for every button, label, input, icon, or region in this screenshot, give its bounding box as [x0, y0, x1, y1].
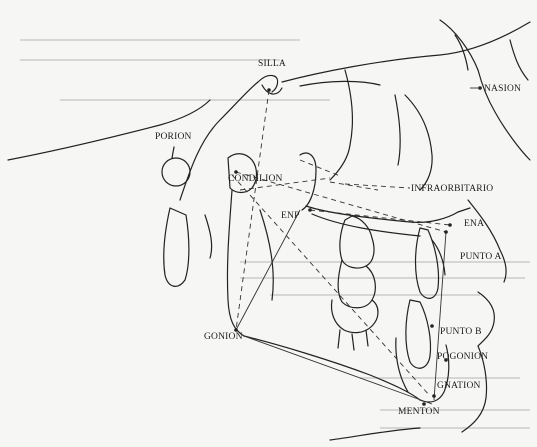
label-punto-b: PUNTO B	[440, 327, 482, 337]
label-menton: MENTON	[398, 407, 440, 417]
skull-outline	[8, 20, 530, 200]
gonion-ramus-line	[236, 210, 300, 330]
soft-tissue-forehead	[510, 40, 528, 80]
porion-pointer	[172, 147, 174, 158]
pterygomaxillary-fissure	[330, 70, 352, 180]
label-infraorbitario: INFRAORBITARIO	[411, 184, 493, 194]
facial-vertical-line	[434, 232, 446, 400]
orbit-lateral	[405, 95, 432, 190]
enp-point	[308, 208, 312, 212]
label-gonion: GONION	[204, 332, 243, 342]
submental	[330, 428, 420, 440]
upper-lip	[468, 200, 506, 282]
sella-floor	[262, 85, 282, 94]
label-condilion: CONDILION	[228, 174, 283, 184]
silla-gonion-line	[236, 90, 269, 330]
menton-point	[422, 402, 426, 406]
lower-incisor	[406, 300, 431, 368]
ramus-inner	[260, 210, 273, 300]
enp-ena-line	[310, 210, 450, 225]
porion-ring	[162, 158, 190, 186]
label-gnation: GNATION	[437, 381, 481, 391]
construction-lines	[232, 90, 450, 404]
lower-lip	[478, 292, 494, 346]
ramus-posterior-inner	[205, 215, 212, 258]
label-ena: ENA	[464, 219, 484, 229]
label-porion: PORION	[155, 132, 192, 142]
silla-point	[267, 88, 271, 92]
orbit-rim	[395, 95, 400, 165]
label-nasion: NASION	[484, 84, 521, 94]
ena-point	[448, 223, 452, 227]
label-pogonion: POGONION	[437, 352, 488, 362]
frontal-sinus	[440, 20, 478, 70]
upper-incisor	[416, 228, 439, 298]
frankfort-line	[345, 184, 410, 188]
lower-molar-crown	[332, 300, 379, 333]
label-enp: ENP	[281, 211, 300, 221]
upper-molar-crown	[338, 260, 375, 308]
punto-b-point	[430, 324, 434, 328]
condilion-gnation-line	[232, 175, 430, 396]
porion-orbitale-line	[300, 160, 340, 176]
planum	[300, 81, 380, 86]
label-silla: SILLA	[258, 59, 286, 69]
anterior-cranial-base	[282, 22, 530, 82]
bleed-through-text	[20, 40, 530, 428]
gnation-point	[432, 394, 436, 398]
label-punto-a: PUNTO A	[460, 252, 502, 262]
punto-a-point	[444, 230, 448, 234]
ena-spine	[458, 208, 470, 212]
occipital-contour	[8, 100, 210, 160]
ptm-line	[330, 182, 378, 190]
mastoid-process	[164, 208, 189, 286]
coronoid-notch	[300, 153, 316, 210]
